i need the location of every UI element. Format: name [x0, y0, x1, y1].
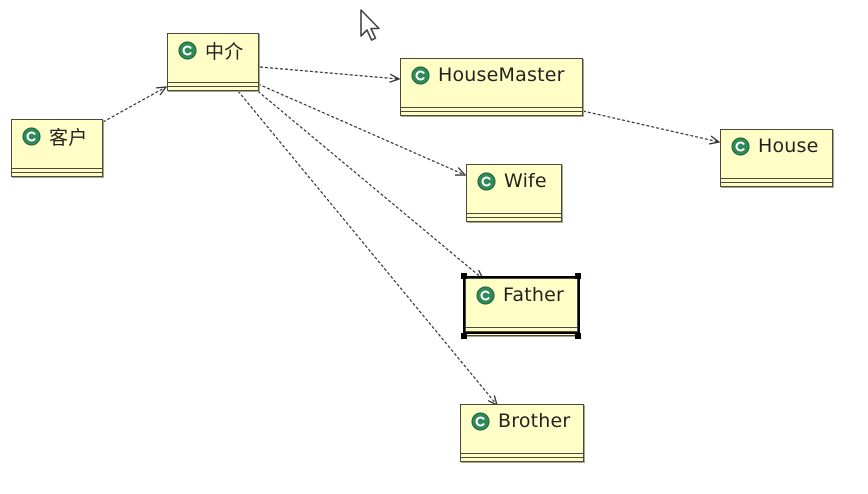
dependency-zhongjie-housemaster[interactable]	[259, 66, 400, 80]
arrowhead-zhongjie-housemaster	[389, 73, 401, 83]
class-c-icon	[22, 126, 41, 146]
selection-handle-top-left[interactable]	[461, 273, 467, 279]
dependency-zhongjie-brother[interactable]	[237, 90, 498, 406]
class-kehu[interactable]: 客户	[11, 119, 103, 177]
arrowhead-kehu-zhongjie	[155, 86, 168, 96]
class-house[interactable]: House	[720, 129, 833, 187]
dependency-zhongjie-father[interactable]	[253, 87, 484, 280]
class-c-icon	[178, 40, 197, 60]
method-compartment	[467, 217, 561, 218]
method-compartment	[12, 172, 102, 173]
class-name-kehu: 客户	[49, 126, 88, 149]
class-c-icon	[471, 411, 490, 431]
attribute-compartment	[12, 168, 102, 169]
attribute-compartment	[467, 213, 561, 214]
arrowhead-housemaster-house	[709, 135, 721, 145]
selection-handle-bottom-right[interactable]	[575, 333, 581, 339]
class-name-zhongjie: 中介	[205, 40, 244, 63]
mouse-pointer-icon	[360, 9, 380, 41]
class-name-house: House	[758, 135, 819, 157]
class-c-icon	[476, 285, 495, 305]
arrowhead-zhongjie-wife	[454, 167, 467, 176]
class-name-wife: Wife	[504, 170, 547, 192]
selection-handle-top-right[interactable]	[575, 273, 581, 279]
attribute-compartment	[721, 178, 832, 179]
dependency-zhongjie-wife[interactable]	[257, 83, 466, 176]
dependency-kehu-zhongjie[interactable]	[102, 86, 167, 123]
class-name-father: Father	[503, 284, 565, 306]
selection-handle-bottom-left[interactable]	[461, 333, 467, 339]
attribute-compartment	[466, 327, 577, 328]
class-c-icon	[731, 136, 750, 156]
class-c-icon	[477, 171, 496, 191]
class-c-icon	[411, 65, 430, 85]
class-name-brother: Brother	[498, 410, 571, 432]
class-brother[interactable]: Brother	[460, 404, 584, 462]
class-zhongjie[interactable]: 中介	[167, 33, 259, 91]
method-compartment	[721, 182, 832, 183]
class-housemaster[interactable]: HouseMaster	[400, 58, 583, 116]
class-wife[interactable]: Wife	[466, 164, 562, 222]
method-compartment	[466, 331, 577, 332]
attribute-compartment	[401, 107, 582, 108]
class-name-housemaster: HouseMaster	[438, 64, 565, 86]
attribute-compartment	[168, 82, 258, 83]
method-compartment	[401, 111, 582, 112]
dependency-housemaster-house[interactable]	[582, 110, 720, 143]
attribute-compartment	[461, 453, 583, 454]
method-compartment	[461, 457, 583, 458]
method-compartment	[168, 86, 258, 87]
class-father[interactable]: Father	[465, 278, 578, 336]
